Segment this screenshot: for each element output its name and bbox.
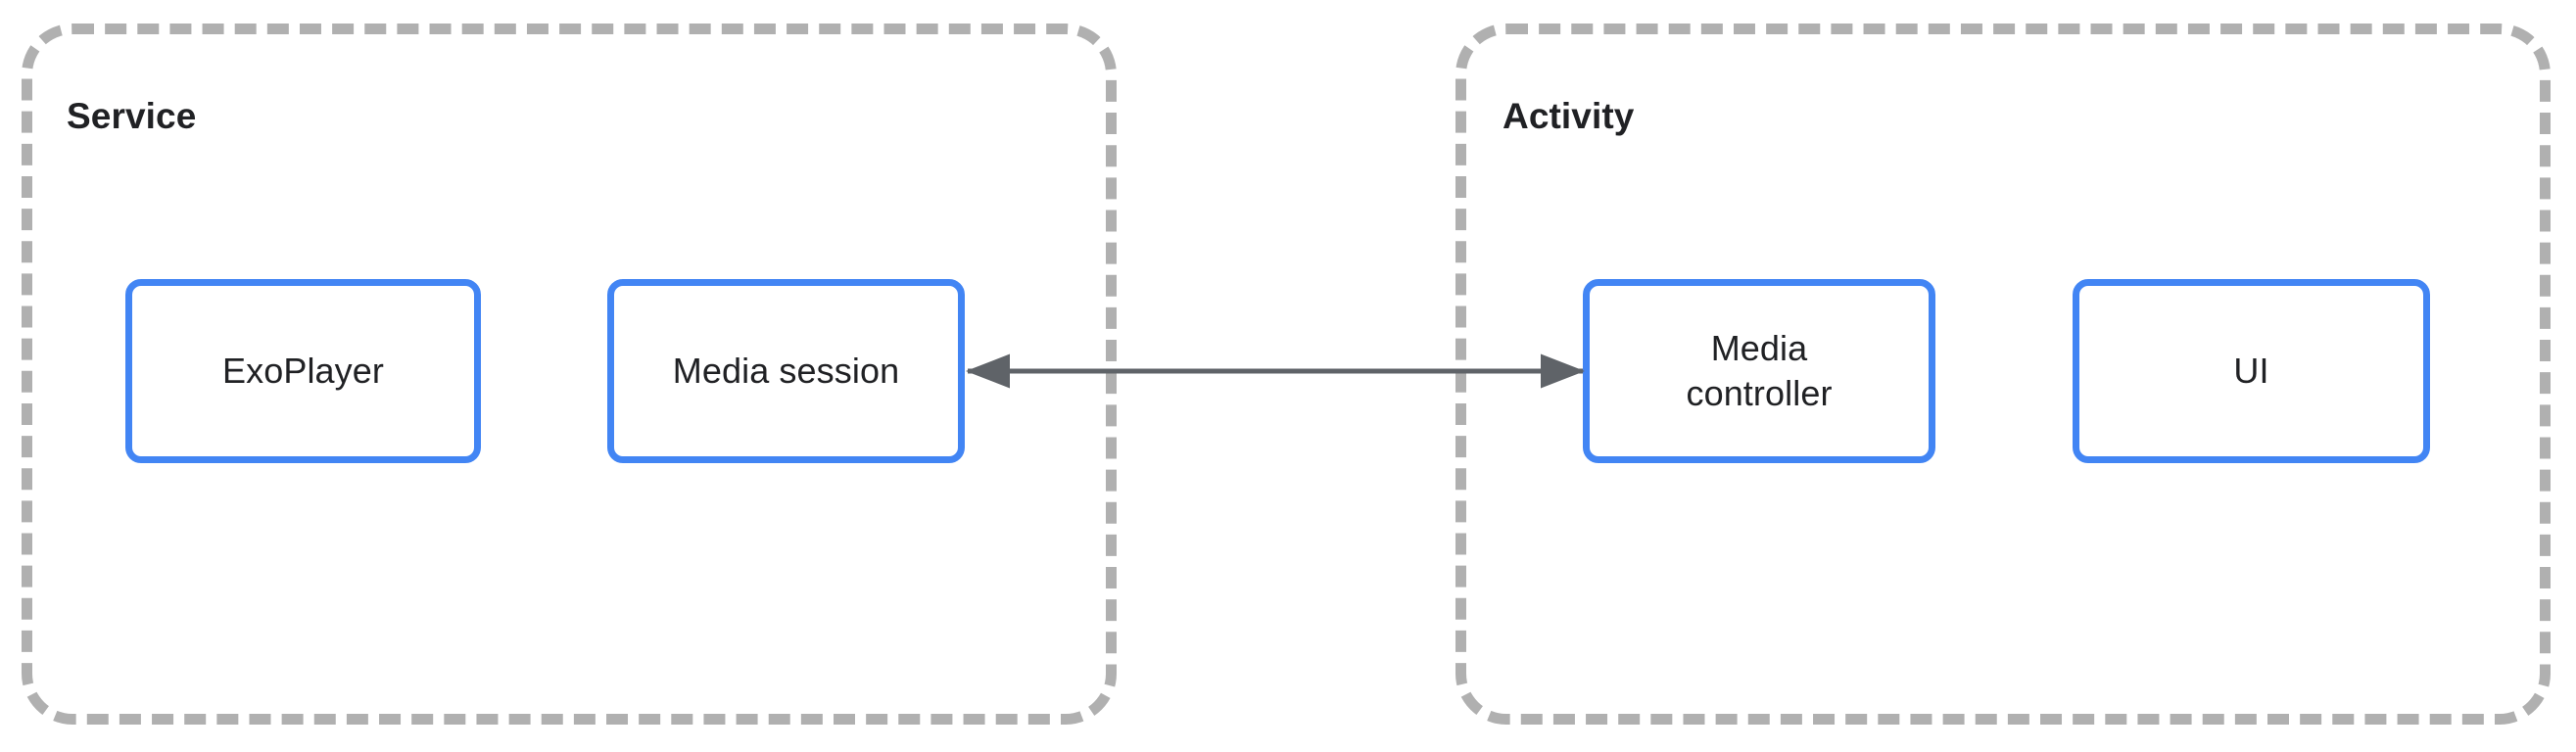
- node-label-exoplayer: ExoPlayer: [222, 350, 384, 391]
- node-ui[interactable]: UI: [2073, 279, 2430, 463]
- node-media-session[interactable]: Media session: [607, 279, 965, 463]
- node-exoplayer[interactable]: ExoPlayer: [125, 279, 481, 463]
- node-label-media-controller: Media controller: [1686, 327, 1833, 413]
- node-label-ui: UI: [2233, 350, 2269, 391]
- connector-media-session-to-media-controller: [965, 353, 1585, 389]
- group-label-service: Service: [67, 96, 197, 136]
- group-label-activity: Activity: [1503, 96, 1635, 136]
- node-media-controller[interactable]: Media controller: [1583, 279, 1935, 463]
- node-label-media-session: Media session: [672, 350, 900, 391]
